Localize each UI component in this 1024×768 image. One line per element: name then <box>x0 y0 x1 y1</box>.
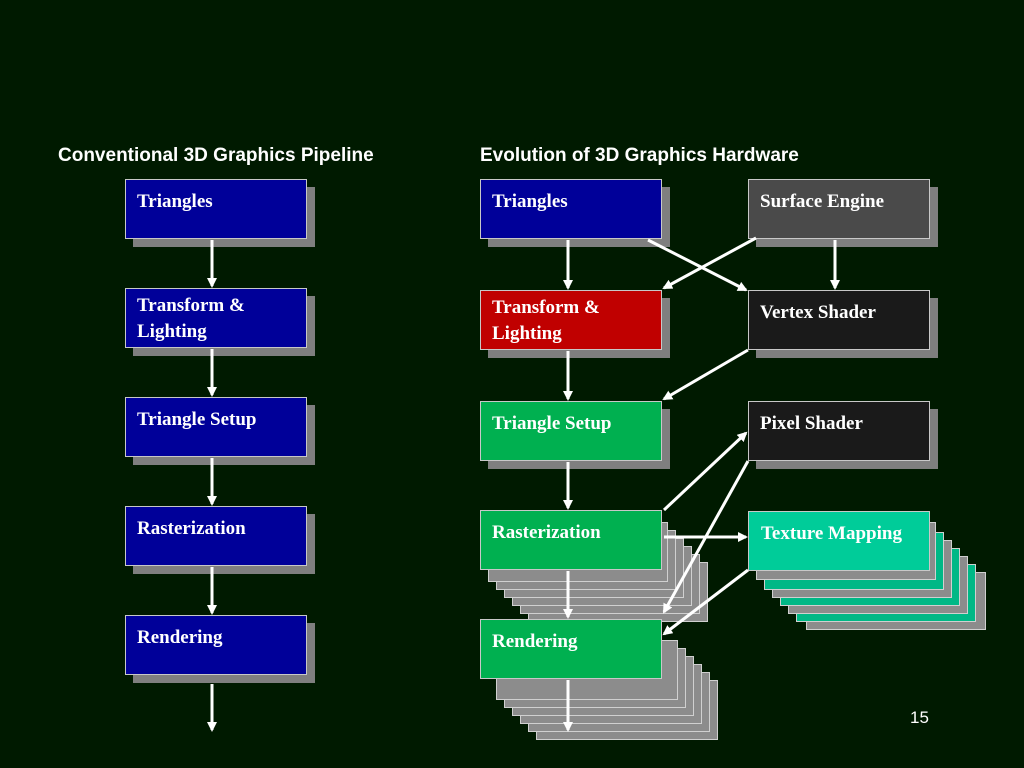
texture-mapping-box: Texture Mapping <box>748 511 930 571</box>
surface-to-transform-arrow <box>662 236 757 290</box>
surface-engine-box: Surface Engine <box>748 179 930 239</box>
evo-transform-lighting-box: Transform & Lighting <box>480 290 662 350</box>
conventional-pipeline-heading: Conventional 3D Graphics Pipeline <box>58 145 374 166</box>
pixel-shader-to-rendering-arrow <box>662 460 750 614</box>
evo-triangle-setup-box: Triangle Setup <box>480 401 662 461</box>
conv-triangles-box: Triangles <box>125 179 307 239</box>
raster-to-pixel-shader-arrow <box>662 431 748 512</box>
triangles-to-vertex-shader-arrow <box>647 238 748 292</box>
conv-triangle-setup-box: Triangle Setup <box>125 397 307 457</box>
evo-rendering-box: Rendering <box>480 619 662 679</box>
conv-rasterization-box: Rasterization <box>125 506 307 566</box>
conv-rendering-box: Rendering <box>125 615 307 675</box>
evolution-heading: Evolution of 3D Graphics Hardware <box>480 145 799 166</box>
vertex-shader-box: Vertex Shader <box>748 290 930 350</box>
evo-rasterization-box: Rasterization <box>480 510 662 570</box>
vertex-to-setup-arrow <box>662 348 749 401</box>
texture-to-rendering-arrow <box>662 568 749 636</box>
evo-triangles-box: Triangles <box>480 179 662 239</box>
pixel-shader-box: Pixel Shader <box>748 401 930 461</box>
conv-transform-lighting-box: Transform & Lighting <box>125 288 307 348</box>
page-number: 15 <box>910 708 929 727</box>
